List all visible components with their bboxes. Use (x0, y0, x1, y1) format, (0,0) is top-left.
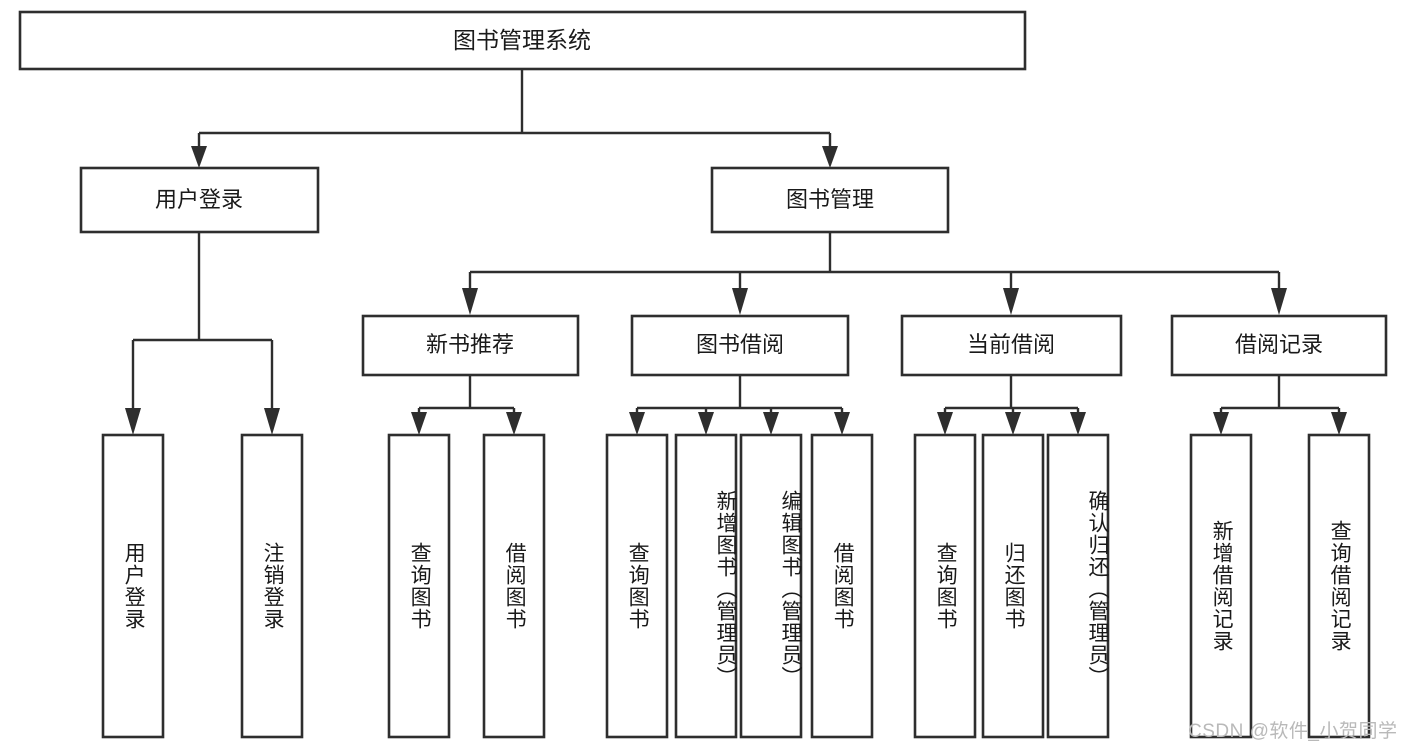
arrow-head-icon (1331, 412, 1347, 435)
node-current-borrow[interactable]: 当前借阅 (900, 314, 1123, 377)
arrow-head-icon (264, 408, 280, 435)
node-book-borrow-box[interactable] (630, 314, 850, 377)
arrow-head-icon (462, 288, 478, 315)
node-book-borrow[interactable]: 图书借阅 (630, 314, 850, 377)
arrow-head-icon (1213, 412, 1229, 435)
connector-current-borrow-to-leaves (937, 375, 1086, 435)
node-borrow-record-box[interactable] (1170, 314, 1388, 377)
arrow-head-icon (732, 288, 748, 315)
arrow-head-icon (506, 412, 522, 435)
node-current-borrow-box[interactable] (900, 314, 1123, 377)
connector-borrow-record-to-leaves (1213, 375, 1347, 435)
arrow-head-icon (1271, 288, 1287, 315)
leaf-box-add-book-admin[interactable] (674, 433, 738, 739)
leaf-box-query-borrow-record[interactable] (1307, 433, 1371, 739)
arrow-head-icon (822, 146, 838, 168)
leaf-box-query-book-1[interactable] (387, 433, 451, 739)
leaf-box-return-book[interactable] (981, 433, 1045, 739)
connector-root-to-level2 (191, 69, 838, 168)
arrow-head-icon (125, 408, 141, 435)
node-root-label: 图书管理系统 (453, 27, 591, 53)
node-book-management-label: 图书管理 (786, 187, 874, 212)
leaf-box-borrow-book-2[interactable] (810, 433, 874, 739)
node-new-book-recommend[interactable]: 新书推荐 (361, 314, 580, 377)
node-new-book-recommend-label: 新书推荐 (426, 332, 514, 357)
node-current-borrow-label: 当前借阅 (967, 332, 1055, 357)
leaf-box-borrow-book-1[interactable] (482, 433, 546, 739)
node-user-login[interactable]: 用户登录 (79, 166, 320, 234)
arrow-head-icon (1005, 412, 1021, 435)
node-new-book-recommend-box[interactable] (361, 314, 580, 377)
node-book-management[interactable]: 图书管理 (710, 166, 950, 234)
arrow-head-icon (1070, 412, 1086, 435)
arrow-head-icon (937, 412, 953, 435)
arrow-head-icon (629, 412, 645, 435)
node-book-management-box[interactable] (710, 166, 950, 234)
arrow-head-icon (411, 412, 427, 435)
node-borrow-record[interactable]: 借阅记录 (1170, 314, 1388, 377)
connector-new-book-to-leaves (411, 375, 522, 435)
arrow-head-icon (834, 412, 850, 435)
leaf-box-query-book-3[interactable] (913, 433, 977, 739)
arrow-head-icon (698, 412, 714, 435)
leaf-box-confirm-return-admin[interactable] (1046, 433, 1110, 739)
arrow-head-icon (191, 146, 207, 168)
node-root-system[interactable]: 图书管理系统 (18, 10, 1027, 71)
arrow-head-icon (763, 412, 779, 435)
arrow-head-icon (1003, 288, 1019, 315)
connector-user-login-to-leaves (125, 232, 280, 435)
leaf-box-edit-book-admin[interactable] (739, 433, 803, 739)
node-book-borrow-label: 图书借阅 (696, 332, 784, 357)
node-borrow-record-label: 借阅记录 (1235, 332, 1323, 357)
leaf-box-add-borrow-record[interactable] (1189, 433, 1253, 739)
watermark-text: CSDN @软件_小贺同学 (1188, 721, 1398, 742)
leaf-box-logout[interactable] (240, 433, 304, 739)
node-root-box[interactable] (18, 10, 1027, 71)
connector-book-mgmt-to-level3 (462, 232, 1287, 315)
connector-book-borrow-to-leaves (629, 375, 850, 435)
leaf-box-user-login[interactable] (101, 433, 165, 739)
leaf-box-query-book-2[interactable] (605, 433, 669, 739)
node-user-login-label: 用户登录 (155, 187, 243, 212)
node-user-login-box[interactable] (79, 166, 320, 234)
